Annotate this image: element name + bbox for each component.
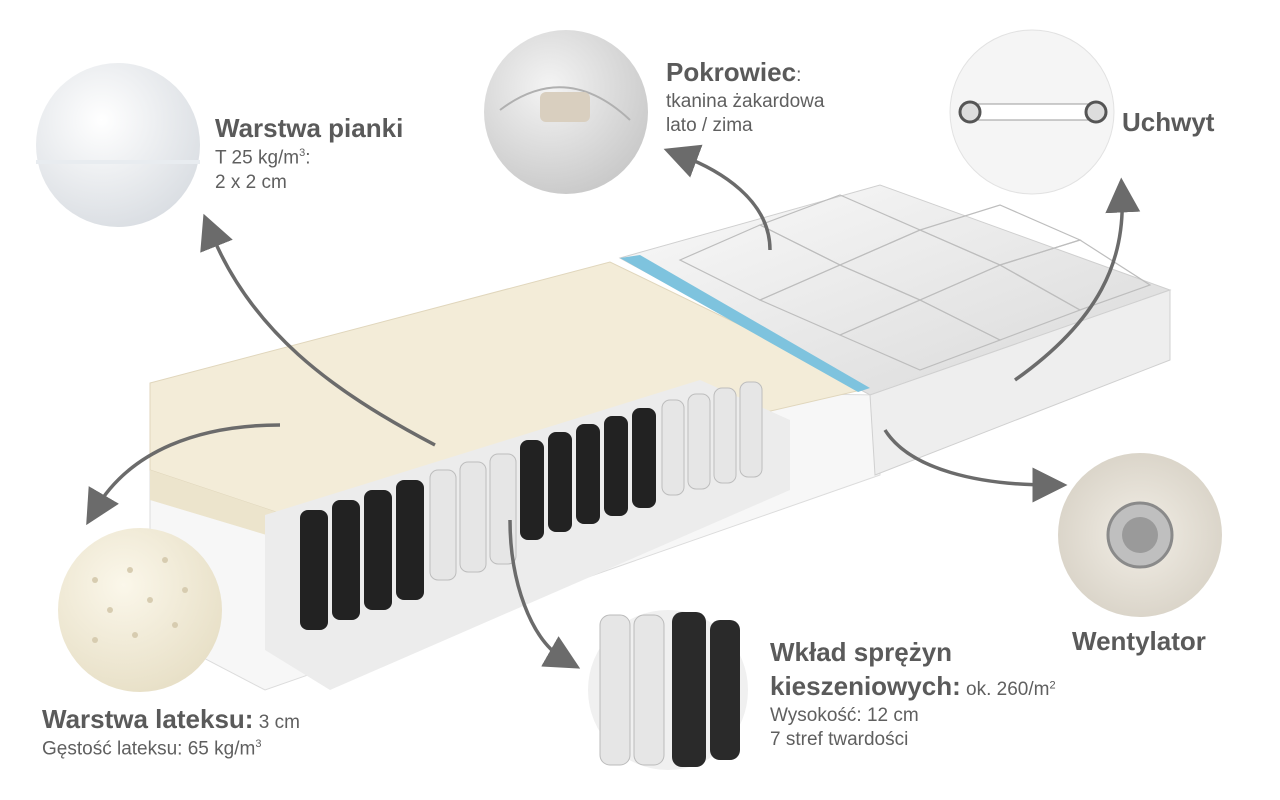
foam-thickness: 2 x 2 cm	[215, 171, 287, 193]
latex-title-row: Warstwa lateksu: 3 cm	[42, 704, 300, 734]
callout-arrows	[86, 144, 1141, 669]
foam-detail-circle	[36, 63, 200, 227]
springs-height: Wysokość: 12 cm	[770, 704, 919, 726]
vent-title: Wentylator	[1072, 626, 1206, 656]
springs-zones: 7 stref twardości	[770, 729, 909, 751]
cover-title: Pokrowiec	[666, 57, 797, 87]
vent-label: Wentylator	[1072, 625, 1206, 659]
handle-title: Uchwyt	[1122, 107, 1215, 137]
springs-title-row: kieszeniowych: ok. 260/m2	[770, 670, 1056, 701]
cover-title-row: Pokrowiec:	[666, 57, 802, 87]
foam-label: Warstwa pianki T 25 kg/m3: 2 x 2 cm	[215, 112, 403, 196]
springs-label: Wkład sprężyn kieszeniowych: ok. 260/m2 …	[770, 636, 1056, 753]
latex-density: Gęstość lateksu: 65 kg/m3	[42, 737, 262, 760]
handle-label: Uchwyt	[1122, 106, 1214, 140]
foam-density: T 25 kg/m3:	[215, 146, 311, 169]
cover-fabric: tkanina żakardowa	[666, 90, 825, 112]
foam-title: Warstwa pianki	[215, 113, 404, 143]
cover-season: lato / zima	[666, 115, 753, 137]
cover-label: Pokrowiec: tkanina żakardowa lato / zima	[666, 56, 824, 139]
latex-label: Warstwa lateksu: 3 cm Gęstość lateksu: 6…	[42, 703, 300, 762]
latex-detail-circle	[58, 528, 222, 692]
latex-title: Warstwa lateksu:	[42, 704, 254, 734]
pocket-springs	[300, 381, 763, 630]
springs-title-1: Wkład sprężyn	[770, 637, 953, 667]
